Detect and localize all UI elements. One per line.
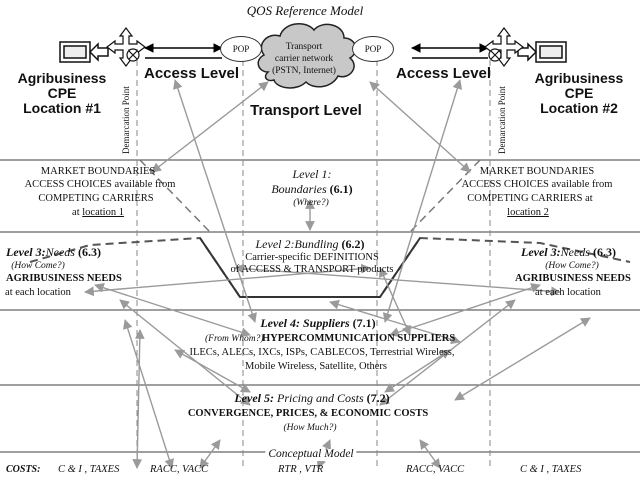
level3-right-title: Level 3:Needs (6.3): [521, 246, 616, 258]
cost-item-1: C & I , TAXES: [58, 464, 120, 475]
level4-line2: ILECs, ALECs, IXCs, ISPs, CABLECOS, Terr…: [189, 347, 455, 358]
costs-label: COSTS:: [6, 464, 41, 475]
level5-ref: (7.2): [366, 391, 390, 405]
location-1-link[interactable]: location 1: [82, 207, 124, 218]
level3-left-line2: at each location: [5, 287, 71, 298]
site-right-line1: Agribusiness: [534, 70, 624, 86]
pop-node-right: POP: [352, 36, 394, 62]
level3-left-title: Level 3:Needs (6.3): [6, 246, 101, 258]
pop-node-left: POP: [220, 36, 262, 62]
demarc-label-right: Demarcation Point: [497, 86, 507, 154]
level5-subheading: Pricing and Costs: [276, 391, 364, 405]
level4-subheading: Suppliers: [302, 316, 350, 330]
level3-left-line1: AGRIBUSINESS NEEDS: [6, 273, 122, 284]
cost-item-2: RACC, VACC: [150, 464, 209, 475]
cloud-line-2: carrier network: [274, 54, 334, 64]
level1-heading: Level 1:: [292, 167, 332, 181]
demarc-symbol-right: [484, 27, 524, 67]
pop-right-label: POP: [364, 44, 382, 54]
level3-left-question: (How Come?): [11, 261, 65, 271]
level5-line1: CONVERGENCE, PRICES, & ECONOMIC COSTS: [187, 408, 429, 419]
level4-title: Level 4: Suppliers (7.1): [260, 317, 375, 329]
level1-left-line3: COMPETING CARRIERS: [38, 193, 154, 204]
site-label-left: Agribusiness CPE Location #1: [10, 71, 114, 116]
location-2-link[interactable]: location 2: [507, 207, 549, 218]
level3-right-heading: Level 3:: [521, 245, 561, 259]
level2-subheading: Bundling: [294, 237, 339, 251]
level3-right-question: (How Come?): [545, 261, 599, 271]
level2-ref: (6.2): [341, 237, 365, 251]
site-right-line2: CPE: [564, 85, 594, 101]
level1-right-line1: MARKET BOUNDARIES: [479, 166, 595, 177]
demarc-label-left: Demarcation Point: [121, 86, 131, 154]
level1-right-line2: ACCESS CHOICES available from: [461, 179, 613, 190]
cost-item-4: RACC, VACC: [406, 464, 465, 475]
level2-heading: Level 2:: [255, 237, 295, 251]
level1-left-prefix: at: [72, 207, 80, 218]
site-left-line1: Agribusiness: [17, 70, 107, 86]
level1-left-line1: MARKET BOUNDARIES: [40, 166, 156, 177]
demarc-symbol-left: [106, 27, 146, 67]
level3-left-heading: Level 3:: [6, 245, 46, 259]
access-level-right-label: Access Level: [396, 65, 492, 82]
site-left-line2: CPE: [47, 85, 77, 101]
level3-right-line2: at each location: [535, 287, 601, 298]
diagram-title: QOS Reference Model: [246, 3, 364, 18]
access-links: [144, 43, 489, 59]
level4-ref: (7.1): [352, 316, 376, 330]
level1-ref: (6.1): [329, 182, 353, 196]
level1-title: Boundaries (6.1): [271, 183, 352, 195]
level4-question: (From Whom?): [205, 334, 264, 344]
cloud-line-1: Transport: [285, 42, 323, 52]
level1-left-line2: ACCESS CHOICES available from: [24, 179, 176, 190]
connection-arrows: [84, 79, 591, 469]
level1-left-line4: at location 1: [72, 207, 124, 219]
level4-heading: Level 4:: [260, 316, 300, 330]
level1-question: (Where?): [293, 198, 329, 208]
level3-left-ref: (6.3): [77, 245, 101, 259]
cpe-terminal-right-graphic: [517, 41, 567, 63]
site-label-right: Agribusiness CPE Location #2: [524, 71, 634, 116]
level2-title: Level 2:Bundling (6.2): [256, 238, 365, 250]
level4-line1: HYPERCOMMUNICATION SUPPLIERS: [262, 333, 456, 344]
level3-right-ref: (6.3): [592, 245, 616, 259]
level3-left-subheading: Needs: [45, 245, 75, 259]
transport-level-label: Transport Level: [250, 102, 362, 119]
level2-line2: of ACCESS & TRANSPORT products: [230, 264, 394, 275]
level5-heading: Level 5:: [234, 391, 274, 405]
level1-right-line3: COMPETING CARRIERS at: [467, 193, 593, 204]
level1-subheading: Boundaries: [271, 182, 327, 196]
cost-item-5: C & I , TAXES: [520, 464, 582, 475]
level2-line1: Carrier-specific DEFINITIONS: [245, 252, 379, 263]
level4-line3: Mobile Wireless, Satellite, Others: [245, 361, 387, 372]
site-right-line3: Location #2: [540, 100, 618, 116]
level3-right-subheading: Needs: [560, 245, 590, 259]
level5-title: Level 5: Pricing and Costs (7.2): [234, 392, 389, 404]
level3-right-line1: AGRIBUSINESS NEEDS: [515, 273, 631, 284]
cost-item-3: RTR , VTR: [278, 464, 324, 475]
cloud-line-3: (PSTN, Internet): [272, 66, 336, 76]
cpe-terminal-left-graphic: [59, 41, 109, 63]
pop-left-label: POP: [232, 44, 250, 54]
site-left-line3: Location #1: [23, 100, 101, 116]
access-level-left-label: Access Level: [144, 65, 240, 82]
conceptual-model-label: Conceptual Model: [265, 448, 357, 461]
level5-question: (How Much?): [283, 423, 337, 433]
